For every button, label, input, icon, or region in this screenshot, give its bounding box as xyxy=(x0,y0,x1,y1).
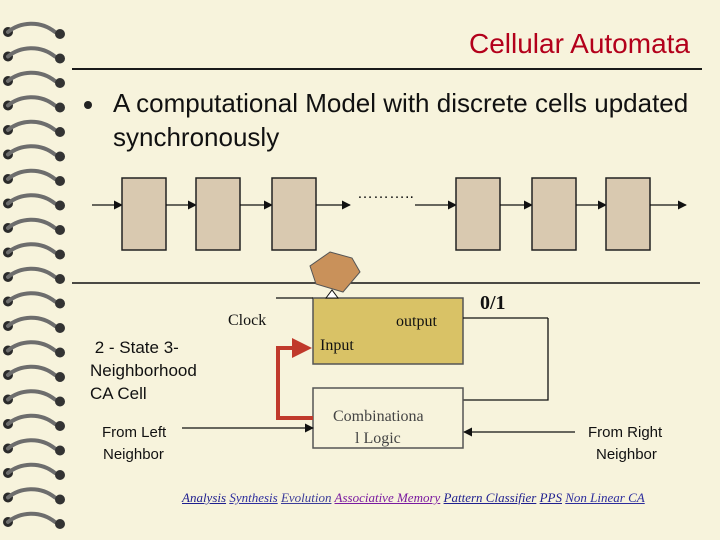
footer-link-non-linear-ca[interactable]: Non Linear CA xyxy=(565,490,644,505)
output-label: output xyxy=(396,313,437,331)
output-value: 0/1 xyxy=(480,292,506,315)
cell-desc-line3: CA Cell xyxy=(90,384,147,404)
cell-desc-line1: 2 - State 3- xyxy=(90,338,179,358)
feedback-wire xyxy=(278,348,313,418)
ca-cell-4 xyxy=(456,178,500,250)
footer-link-pps[interactable]: PPS xyxy=(540,490,562,505)
footer-links: Analysis Synthesis Evolution Associative… xyxy=(182,490,645,506)
logic-label-line1: Combinationa xyxy=(333,408,424,426)
ca-cell-5 xyxy=(532,178,576,250)
right-neighbor-line1: From Right xyxy=(588,424,662,441)
footer-link-analysis[interactable]: Analysis xyxy=(182,490,226,505)
left-neighbor-line2: Neighbor xyxy=(103,446,164,463)
clock-triangle-icon xyxy=(326,290,338,298)
ellipsis-label: ……….. xyxy=(357,185,414,203)
footer-link-evolution[interactable]: Evolution xyxy=(281,490,332,505)
footer-link-synthesis[interactable]: Synthesis xyxy=(229,490,277,505)
footer-link-associative-memory[interactable]: Associative Memory xyxy=(335,490,441,505)
ca-cell-3 xyxy=(272,178,316,250)
ca-cell-2 xyxy=(196,178,240,250)
footer-link-pattern-classifier[interactable]: Pattern Classifier xyxy=(444,490,537,505)
ca-cell-6 xyxy=(606,178,650,250)
input-label: Input xyxy=(320,337,354,355)
clock-pointer-shape xyxy=(310,252,360,292)
cell-desc-line2: Neighborhood xyxy=(90,361,197,381)
right-neighbor-line2: Neighbor xyxy=(596,446,657,463)
output-loop-wire xyxy=(463,318,548,400)
ca-cell-1 xyxy=(122,178,166,250)
logic-label-line2: l Logic xyxy=(355,430,401,448)
left-neighbor-line1: From Left xyxy=(102,424,166,441)
clock-label: Clock xyxy=(228,312,266,330)
